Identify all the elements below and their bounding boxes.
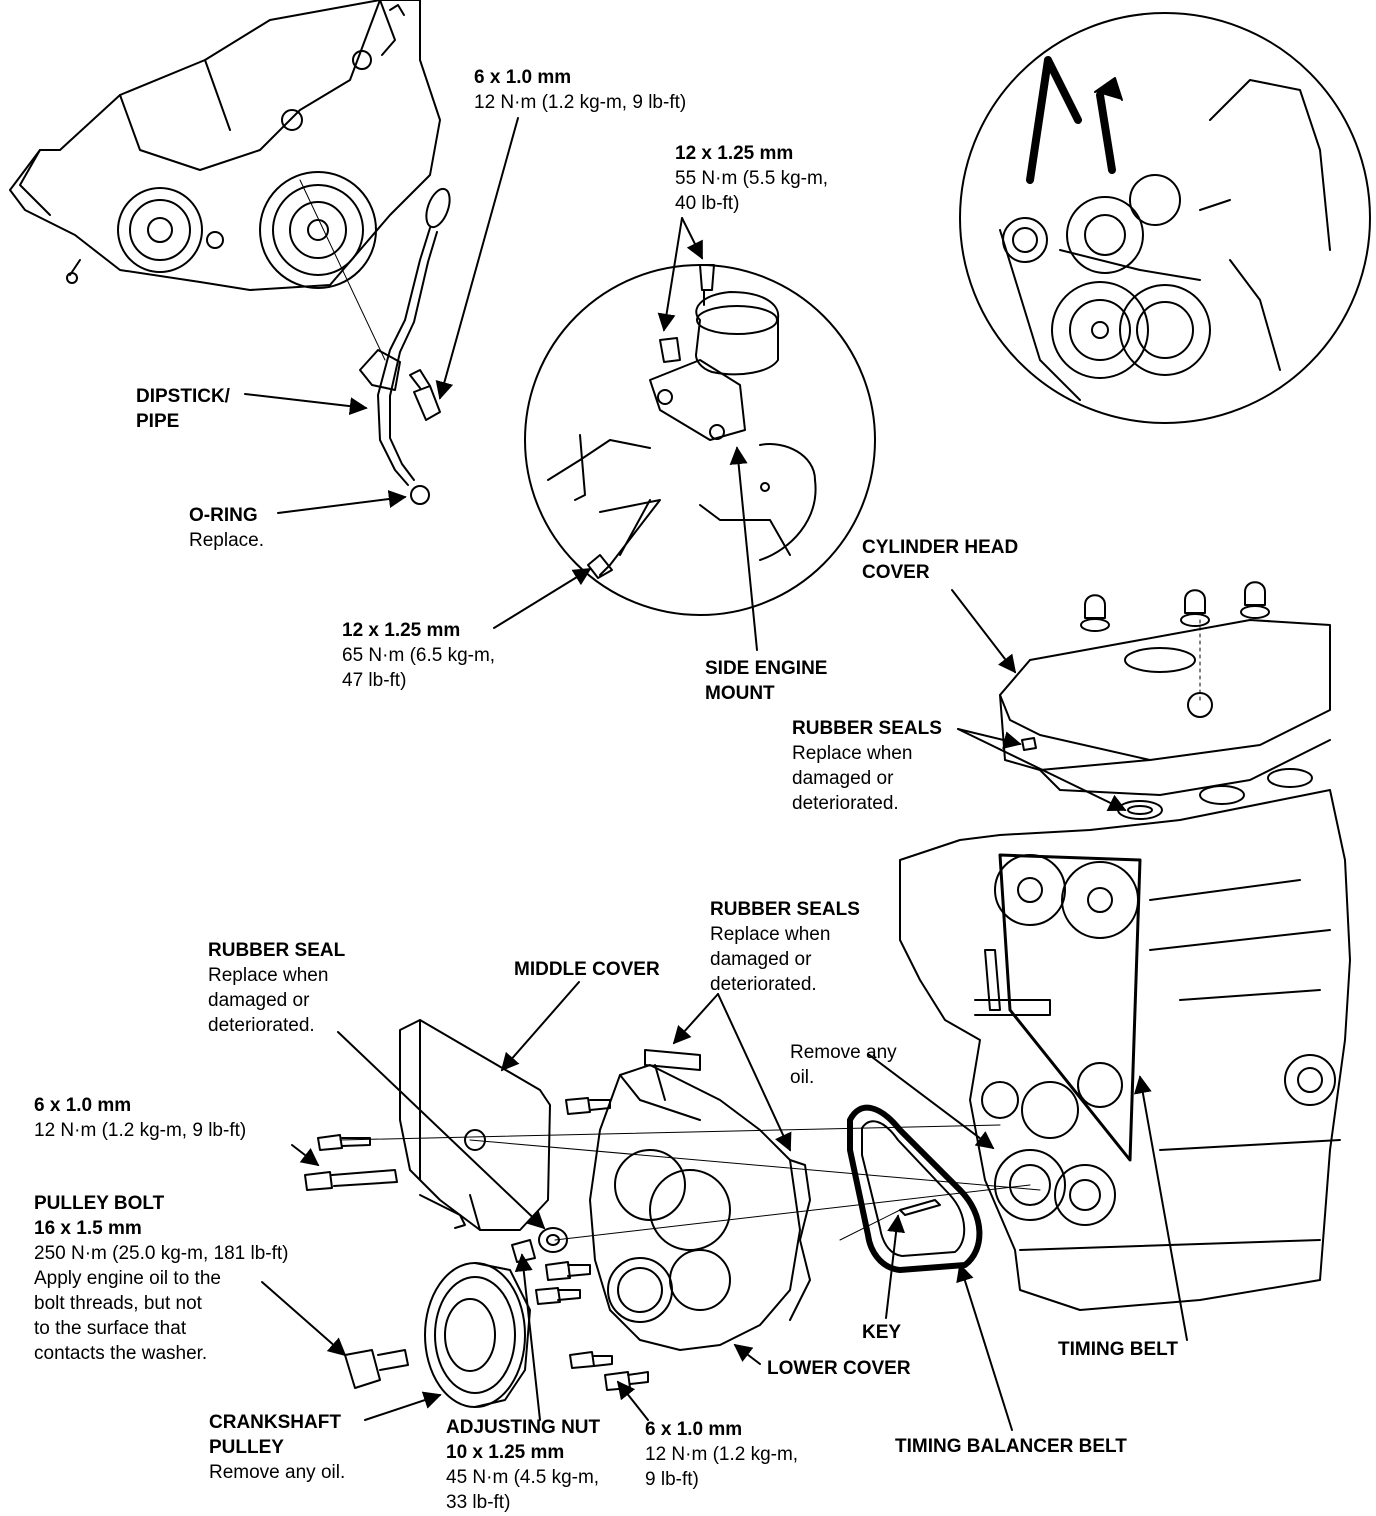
dipstick-pipe [299, 179, 451, 505]
crankshaft-pulley-line-2: PULLEY [209, 1437, 284, 1458]
o-ring-note: Replace. [189, 530, 264, 551]
rubber-seal-note-3: deteriorated. [208, 1015, 315, 1036]
fastener-bolts [304, 1097, 649, 1391]
crankshaft-pulley-part [419, 1194, 531, 1408]
bottom-bolt-size: 6 x 1.0 mm [645, 1419, 743, 1440]
middle-cover-name: MIDDLE COVER [514, 959, 660, 980]
rubber-seal-note-1: Replace when [208, 965, 329, 986]
rubber-seals-top-note-2: damaged or [792, 768, 894, 789]
side-engine-mount-label: SIDE ENGINE MOUNT [705, 656, 827, 706]
remove-oil-line-2: oil. [790, 1067, 815, 1088]
side-engine-mount-line-1: SIDE ENGINE [705, 658, 828, 679]
cylinder-head-cover-line-2: COVER [862, 562, 930, 583]
crankshaft-pulley-note: Remove any oil. [209, 1462, 346, 1483]
timing-balancer-belt [847, 1104, 983, 1273]
pulley-bolt-note-2: bolt threads, but not [34, 1293, 202, 1314]
top-bolt-torque: 12 N·m (1.2 kg-m, 9 lb-ft) [474, 92, 687, 113]
left-bolt-label: 6 x 1.0 mm 12 N·m (1.2 kg-m, 9 lb-ft) [34, 1093, 246, 1143]
o-ring-label: O-RING Replace. [189, 503, 264, 553]
rubber-seals-mid-name: RUBBER SEALS [710, 899, 860, 920]
mount-bolt-low-size: 12 x 1.25 mm [342, 620, 461, 641]
adjusting-nut-label: ADJUSTING NUT 10 x 1.25 mm 45 N·m (4.5 k… [446, 1415, 600, 1515]
remove-oil-line-1: Remove any [790, 1042, 897, 1063]
bottom-bolt-torque-2: 9 lb-ft) [645, 1469, 699, 1490]
pulley-bolt-note-3: to the surface that [34, 1318, 187, 1339]
mount-bolt-low-torque-1: 65 N·m (6.5 kg-m, [342, 645, 496, 666]
pulley-bolt-part [344, 1349, 409, 1389]
rubber-seals-top-note-1: Replace when [792, 743, 913, 764]
timing-balancer-belt-label: TIMING BALANCER BELT [895, 1434, 1127, 1459]
pulley-bolt-note-1: Apply engine oil to the [34, 1268, 221, 1289]
timing-balancer-belt-name: TIMING BALANCER BELT [895, 1436, 1127, 1457]
upper-engine-block [9, 0, 441, 291]
crankshaft-pulley-line-1: CRANKSHAFT [209, 1412, 341, 1433]
side-engine-mount-line-2: MOUNT [705, 683, 775, 704]
timing-belt-name: TIMING BELT [1058, 1339, 1178, 1360]
rubber-seal-note-2: damaged or [208, 990, 310, 1011]
mount-bolt-top-torque-1: 55 N·m (5.5 kg-m, [675, 168, 829, 189]
bottom-bolt-label: 6 x 1.0 mm 12 N·m (1.2 kg-m, 9 lb-ft) [645, 1417, 798, 1492]
top-bolt-size: 6 x 1.0 mm [474, 67, 572, 88]
dipstick-bolt [409, 369, 441, 421]
pulley-bolt-torque: 250 N·m (25.0 kg-m, 181 lb-ft) [34, 1243, 289, 1264]
middle-cover-part [399, 1019, 551, 1231]
adjusting-nut-size: 10 x 1.25 mm [446, 1442, 565, 1463]
alignment-lines [339, 1124, 1041, 1241]
adjusting-nut-name: ADJUSTING NUT [446, 1417, 601, 1438]
adjusting-nut-torque-1: 45 N·m (4.5 kg-m, [446, 1467, 600, 1488]
mount-bolt-low-label: 12 x 1.25 mm 65 N·m (6.5 kg-m, 47 lb-ft) [342, 618, 495, 693]
timing-belt-label: TIMING BELT [1058, 1337, 1178, 1362]
rubber-seals-mid-note-3: deteriorated. [710, 974, 817, 995]
remove-oil-label: Remove any oil. [790, 1040, 897, 1090]
pulley-bolt-size: 16 x 1.5 mm [34, 1218, 142, 1239]
pulley-bolt-note-4: contacts the washer. [34, 1343, 208, 1364]
pulley-bolt-label: PULLEY BOLT 16 x 1.5 mm 250 N·m (25.0 kg… [34, 1191, 288, 1366]
side-engine-mount-inset [524, 264, 876, 616]
dipstick-line-1: DIPSTICK/ [136, 386, 230, 407]
lower-cover-name: LOWER COVER [767, 1358, 911, 1379]
rubber-seals-top-note-3: deteriorated. [792, 793, 899, 814]
pulley-bolt-name: PULLEY BOLT [34, 1193, 165, 1214]
cylinder-head-cover [999, 581, 1331, 796]
tensioner-inset [959, 12, 1371, 424]
key-label: KEY [862, 1320, 901, 1345]
middle-cover-label: MIDDLE COVER [514, 957, 660, 982]
rubber-seals-top-name: RUBBER SEALS [792, 718, 942, 739]
rubber-seals-mid-label: RUBBER SEALS Replace when damaged or det… [710, 897, 860, 997]
rubber-seals-mid-note-1: Replace when [710, 924, 831, 945]
mount-bolt-top-label: 12 x 1.25 mm 55 N·m (5.5 kg-m, 40 lb-ft) [675, 141, 828, 216]
dipstick-line-2: PIPE [136, 411, 180, 432]
left-bolt-torque: 12 N·m (1.2 kg-m, 9 lb-ft) [34, 1120, 247, 1141]
mount-bolt-top-torque-2: 40 lb-ft) [675, 193, 740, 214]
main-engine-block [899, 789, 1351, 1311]
rubber-seals-mid-note-2: damaged or [710, 949, 812, 970]
camshaft-seals [1021, 737, 1313, 820]
rubber-seals-top-label: RUBBER SEALS Replace when damaged or det… [792, 716, 942, 816]
mount-bolt-low-torque-2: 47 lb-ft) [342, 670, 407, 691]
lower-cover-label: LOWER COVER [767, 1356, 911, 1381]
rubber-seal-label: RUBBER SEAL Replace when damaged or dete… [208, 938, 345, 1038]
dipstick-label: DIPSTICK/ PIPE [136, 384, 230, 434]
top-bolt-label: 6 x 1.0 mm 12 N·m (1.2 kg-m, 9 lb-ft) [474, 65, 686, 115]
crankshaft-pulley-label: CRANKSHAFT PULLEY Remove any oil. [209, 1410, 345, 1485]
bottom-bolt-torque-1: 12 N·m (1.2 kg-m, [645, 1444, 799, 1465]
adjusting-nut-torque-2: 33 lb-ft) [446, 1492, 511, 1513]
rubber-seal-name: RUBBER SEAL [208, 940, 346, 961]
o-ring-name: O-RING [189, 505, 258, 526]
cylinder-head-cover-label: CYLINDER HEAD COVER [862, 535, 1018, 585]
cylinder-head-cover-line-1: CYLINDER HEAD [862, 537, 1019, 558]
left-bolt-size: 6 x 1.0 mm [34, 1095, 132, 1116]
mount-bolt-top-size: 12 x 1.25 mm [675, 143, 794, 164]
leader-lines [244, 117, 1188, 1431]
lower-cover-part [589, 1049, 811, 1351]
key-name: KEY [862, 1322, 902, 1343]
